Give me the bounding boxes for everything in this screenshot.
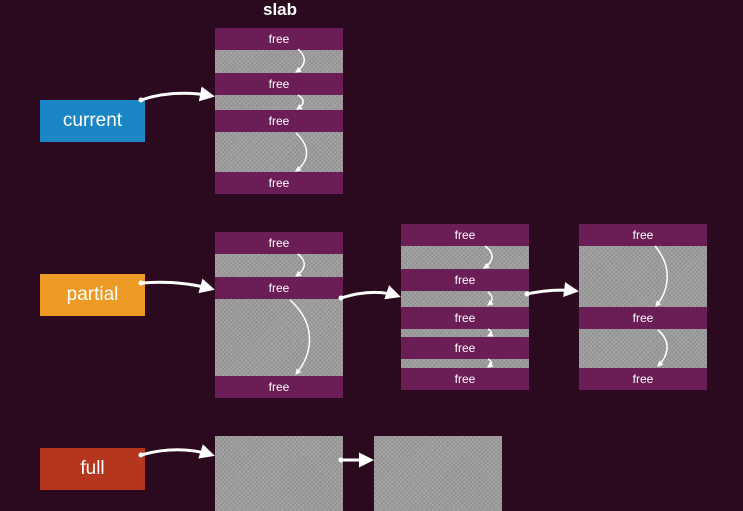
full-slab-1	[215, 436, 343, 511]
free-object: free	[579, 224, 707, 246]
free-object: free	[401, 224, 529, 246]
free-object: free	[401, 269, 529, 291]
free-object: free	[215, 172, 343, 194]
current-label: current	[40, 100, 145, 142]
partial-slab-1	[215, 232, 343, 398]
partial-label: partial	[40, 274, 145, 316]
slab-link-arrow	[526, 282, 579, 297]
full-pointer-arrow	[140, 444, 215, 459]
free-object: free	[579, 307, 707, 329]
full-label: full	[40, 448, 145, 490]
free-object: free	[579, 368, 707, 390]
free-object: free	[401, 368, 529, 390]
free-object: free	[215, 73, 343, 95]
diagram-title: slab	[262, 0, 298, 19]
partial-pointer-arrow	[140, 278, 215, 294]
free-object: free	[401, 337, 529, 359]
free-object: free	[401, 307, 529, 329]
free-object: free	[215, 376, 343, 398]
free-object: free	[215, 110, 343, 132]
current-pointer-arrow	[140, 86, 215, 102]
free-object: free	[215, 232, 343, 254]
slab-link-arrow	[340, 285, 401, 300]
free-object: free	[215, 28, 343, 50]
free-object: free	[215, 277, 343, 299]
full-slab-2	[374, 436, 502, 511]
